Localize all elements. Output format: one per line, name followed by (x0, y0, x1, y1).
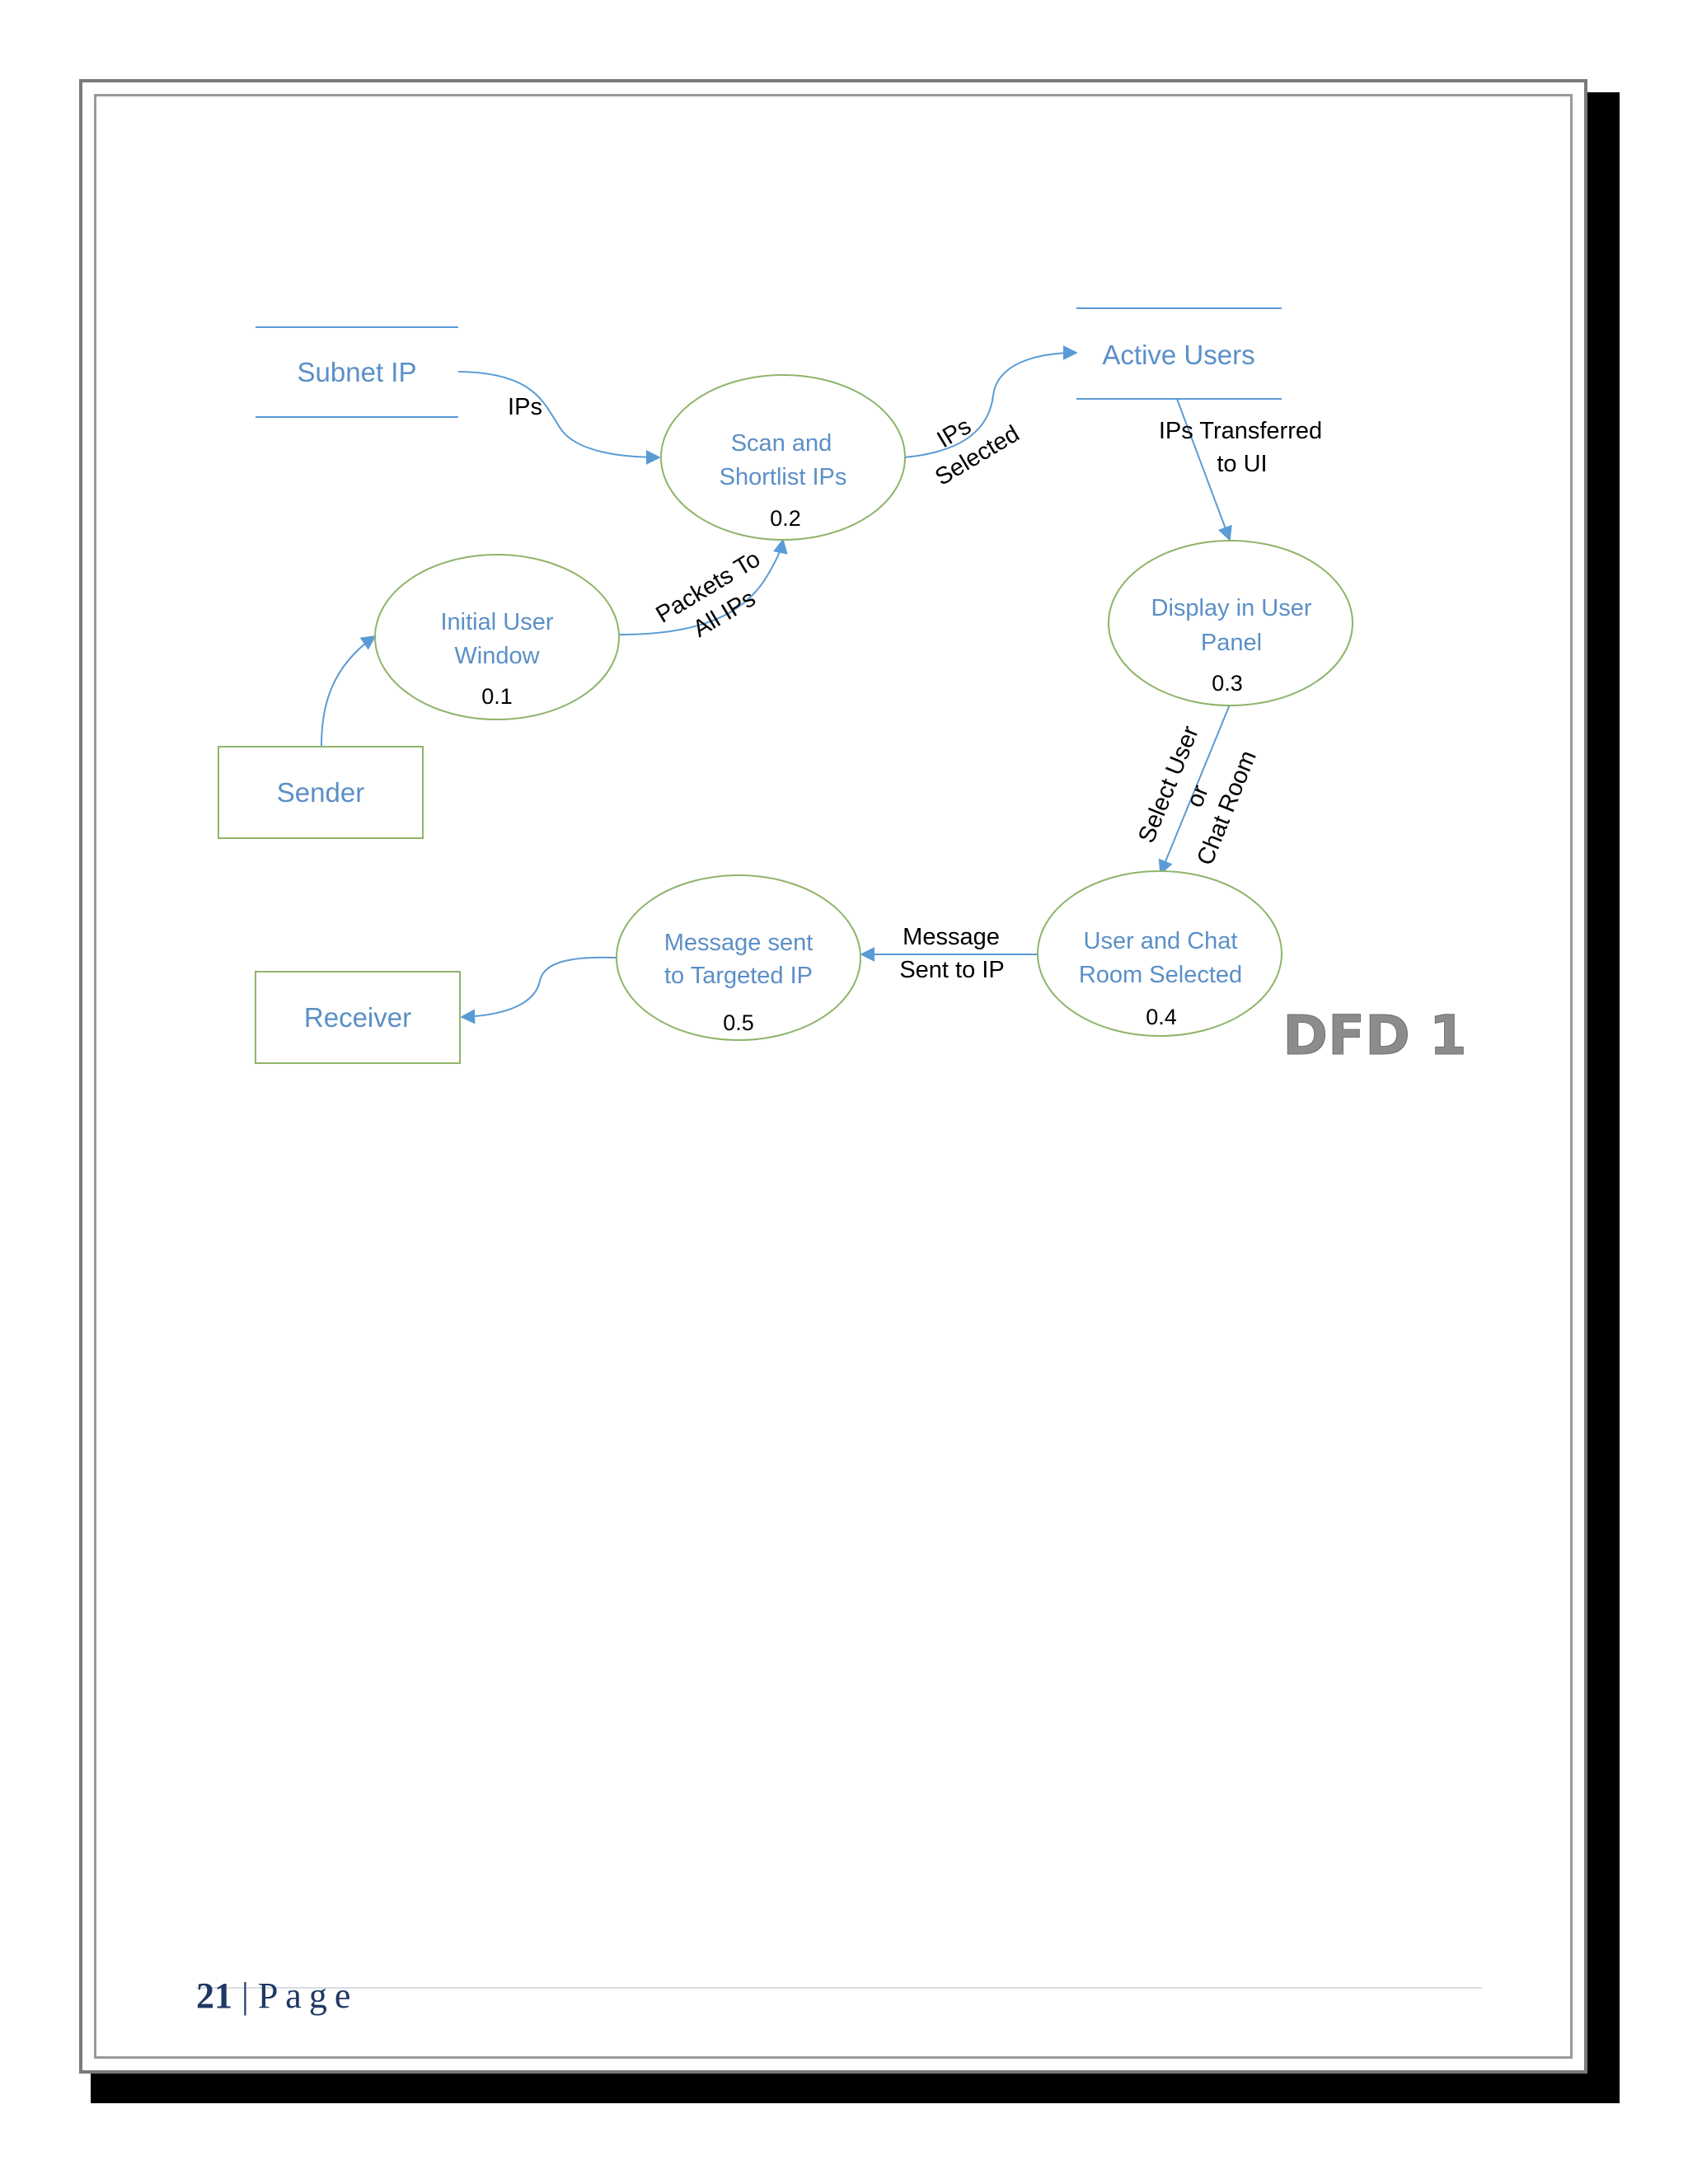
flow-line-receiver (460, 956, 617, 1024)
flow-line-ips (457, 371, 661, 465)
flow-label-line: or (1182, 781, 1214, 811)
flow-label-line: Sent to IP (899, 957, 1004, 983)
process-label-line-2: Room Selected (1079, 962, 1242, 988)
data-store-active-users: Active Users (1076, 307, 1282, 400)
data-store-label: Active Users (1102, 340, 1254, 370)
flow-label-line: Message (903, 924, 1000, 950)
entity-label: Sender (277, 777, 364, 808)
process-label-line-2: to Targeted IP (664, 963, 813, 989)
flow-label-packets: Packets To All IPs (651, 546, 765, 643)
flow-label-line: IPs Transferred (1159, 418, 1322, 444)
process-label-line-2: Shortlist IPs (720, 464, 847, 490)
flow-label-ips-transferred: IPs Transferred to UI (1159, 418, 1322, 477)
flow-label-message-sent-to-ip: Message Sent to IP (899, 924, 1004, 983)
process-label-line-2: Panel (1201, 630, 1262, 656)
process-label-line-2: Window (454, 643, 540, 669)
flow-label-select-user: Select User or Chat Room (1133, 722, 1262, 869)
process-number: 0.3 (1212, 671, 1243, 696)
page-label: Page (257, 1975, 359, 2016)
flow-line-packets (619, 538, 788, 635)
process-user-chat-room-selected: User and Chat Room Selected 0.4 (1037, 870, 1282, 1037)
external-entity-sender: Sender (218, 746, 424, 839)
process-number: 0.2 (770, 506, 801, 531)
data-store-label: Subnet IP (298, 357, 417, 387)
flow-label-ips-selected: IPs Selected (931, 413, 1024, 491)
process-number: 0.5 (723, 1010, 754, 1035)
process-message-sent: Message sent to Targeted IP 0.5 (616, 874, 861, 1041)
flow-label-ips: IPs (508, 394, 542, 420)
process-scan-and-shortlist: Scan and Shortlist IPs 0.2 (660, 374, 906, 541)
footer-rule (196, 1987, 1482, 1989)
flow-line-ips-selected (903, 345, 1078, 458)
process-initial-user-window: Initial User Window 0.1 (374, 554, 620, 720)
external-entity-receiver: Receiver (255, 971, 461, 1064)
flow-label-line: to UI (1217, 451, 1267, 477)
page-inner-border (94, 94, 1573, 2059)
flow-line-select-user (1158, 704, 1231, 875)
process-display-in-user-panel: Display in User Panel 0.3 (1108, 540, 1353, 706)
process-label-line-1: Initial User (441, 609, 554, 635)
data-store-subnet-ip: Subnet IP (256, 326, 458, 418)
process-label-line-1: Scan and (731, 430, 832, 457)
diagram-title: DFD 1 (1282, 1004, 1467, 1067)
page-separator: | (232, 1975, 258, 2016)
page-footer: 21 | Page (196, 1975, 358, 2017)
process-label-line-1: Display in User (1151, 595, 1312, 621)
process-number: 0.4 (1146, 1005, 1177, 1029)
flow-line-ips-transferred (1176, 398, 1232, 541)
process-label-line-1: User and Chat (1084, 928, 1238, 954)
entity-label: Receiver (304, 1002, 411, 1033)
process-label-line-1: Message sent (664, 930, 814, 956)
flow-label-line: IPs (508, 394, 542, 420)
flow-line-sender (321, 635, 377, 747)
page-number: 21 (196, 1975, 232, 2016)
process-number: 0.1 (481, 684, 513, 709)
